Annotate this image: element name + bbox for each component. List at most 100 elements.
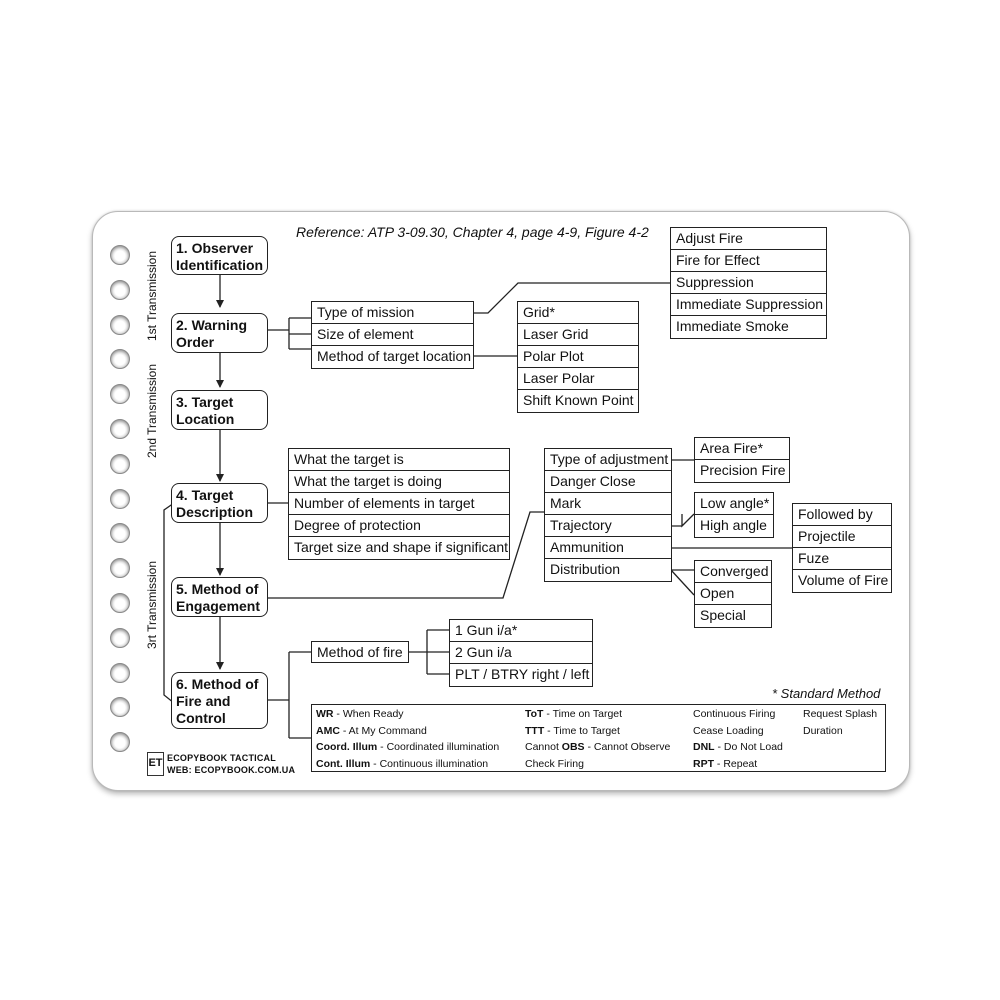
- legend-meaning: - Cannot Observe: [584, 741, 671, 753]
- logo-line2: WEB: ECOPYBOOK.COM.UA: [167, 765, 296, 775]
- step-target-location: 3. Target Location: [171, 390, 268, 430]
- legend-meaning: Request Splash: [803, 708, 878, 720]
- table-cell: Polar Plot: [518, 346, 638, 368]
- table-cell: Low angle*: [695, 493, 773, 515]
- legend-entry: Cont. Illum - Continuous illumination: [316, 758, 488, 770]
- table-cell: Converged: [695, 561, 771, 583]
- table-cell: Method of target location: [317, 348, 472, 364]
- table-cell: Precision Fire: [700, 462, 786, 478]
- step-observer-identification: 1. Observer Identification: [171, 236, 268, 275]
- legend-entry: WR - When Ready: [316, 708, 404, 720]
- legend-abbreviation: Coord. Illum: [316, 741, 378, 753]
- binder-ring-icon: [110, 488, 130, 509]
- step2-line2: Order: [176, 334, 215, 350]
- binder-ring-icon: [110, 627, 130, 648]
- table-cell: Type of mission: [312, 302, 473, 324]
- trajectory-table: Low angle* High angle: [694, 492, 774, 538]
- table-cell: Fire for Effect: [671, 250, 826, 272]
- standard-method-note: * Standard Method: [772, 686, 881, 701]
- legend-meaning: - Time on Target: [543, 708, 623, 720]
- legend-meaning: - Time to Target: [544, 724, 620, 737]
- legend-abbreviation: AMC: [316, 724, 340, 737]
- step1-line2: Identification: [176, 257, 264, 273]
- binder-ring-icon: [110, 245, 130, 265]
- binder-ring-icon: [110, 732, 130, 753]
- table-cell: Special: [700, 607, 746, 623]
- legend-meaning: - Continuous illumination: [370, 757, 489, 770]
- legend-entry: Coord. Illum - Coordinated illumination: [316, 741, 499, 753]
- table-cell: Target size and shape if significant: [294, 539, 509, 555]
- table-cell: Immediate Smoke: [676, 318, 789, 334]
- step-target-description: 4. Target Description: [171, 483, 268, 523]
- table-cell: Number of elements in target: [289, 493, 509, 515]
- legend-entry: Check Firing: [525, 758, 584, 770]
- legend-entry: Cease Loading: [693, 725, 764, 737]
- binder-ring-icon: [110, 314, 130, 335]
- table-cell: Open: [695, 583, 771, 605]
- table-cell: Ammunition: [545, 537, 671, 559]
- legend-entry: Cannot OBS - Cannot Observe: [525, 741, 670, 753]
- binder-ring-icon: [110, 349, 130, 370]
- step-method-of-engagement: 5. Method of Engagement: [171, 577, 268, 617]
- legend-meaning: - When Ready: [333, 708, 404, 720]
- table-cell: What the target is doing: [289, 471, 509, 493]
- table-cell: Adjust Fire: [671, 228, 826, 250]
- adjustment-types-table: Area Fire* Precision Fire: [694, 437, 790, 483]
- step-method-of-fire-and-control: 6. Method of Fire and Control: [171, 672, 268, 729]
- table-cell: Mark: [545, 493, 671, 515]
- table-cell: Immediate Suppression: [671, 294, 826, 316]
- step4-line2: Description: [176, 504, 254, 520]
- table-cell: PLT / BTRY right / left: [455, 666, 590, 682]
- table-cell: Size of element: [312, 324, 473, 346]
- table-cell: Type of adjustment: [545, 449, 671, 471]
- table-cell: Area Fire*: [695, 438, 789, 460]
- label-1st-transmission: 1st Transmission: [145, 250, 159, 342]
- legend-entry: Request Splash: [803, 708, 877, 720]
- legend-entry: ToT - Time on Target: [525, 708, 622, 720]
- table-cell: Laser Grid: [518, 324, 638, 346]
- reference-text: Reference: ATP 3-09.30, Chapter 4, page …: [296, 224, 649, 240]
- binder-ring-icon: [110, 523, 130, 544]
- legend-meaning: Continuous Firing: [693, 708, 776, 720]
- legend-prefix: Cannot: [525, 741, 562, 753]
- table-cell: Degree of protection: [289, 515, 509, 537]
- table-cell: Laser Polar: [518, 368, 638, 390]
- step5-line1: 5. Method of: [176, 581, 259, 597]
- table-cell: Danger Close: [545, 471, 671, 493]
- binder-ring-icon: [110, 279, 130, 300]
- legend-entry: DNL - Do Not Load: [693, 741, 783, 753]
- step3-line2: Location: [176, 411, 235, 427]
- legend-abbreviation: RPT: [693, 757, 714, 770]
- binder-ring-icon: [110, 453, 130, 474]
- legend-abbreviation: DNL: [693, 741, 715, 753]
- legend-meaning: Cease Loading: [693, 724, 764, 737]
- logo-mark-icon: ET: [147, 752, 164, 776]
- step6-line3: Control: [176, 710, 226, 726]
- legend-entry: Duration: [803, 725, 843, 737]
- table-cell: Followed by: [793, 504, 891, 526]
- binder-ring-icon: [110, 593, 130, 613]
- step2-line1: 2. Warning: [176, 317, 248, 333]
- step-warning-order: 2. Warning Order: [171, 313, 268, 353]
- table-cell: Distribution: [550, 561, 621, 577]
- step5-line2: Engagement: [176, 598, 261, 614]
- table-cell: Fuze: [793, 548, 891, 570]
- table-cell: Projectile: [793, 526, 891, 548]
- step6-line2: Fire and: [176, 693, 231, 709]
- label-3rd-transmission: 3rt Transmission: [145, 560, 159, 650]
- table-cell: 1 Gun i/a*: [450, 620, 592, 642]
- table-cell: Volume of Fire: [798, 572, 889, 588]
- label-2nd-transmission: 2nd Transmission: [145, 363, 159, 459]
- table-cell: Shift Known Point: [523, 392, 634, 408]
- legend-entry: TTT - Time to Target: [525, 725, 620, 737]
- table-cell: Suppression: [671, 272, 826, 294]
- legend-abbreviation: Cont. Illum: [316, 757, 371, 770]
- legend-abbreviation: ToT: [525, 708, 544, 720]
- binder-ring-icon: [110, 384, 130, 405]
- table-cell: High angle: [700, 517, 767, 533]
